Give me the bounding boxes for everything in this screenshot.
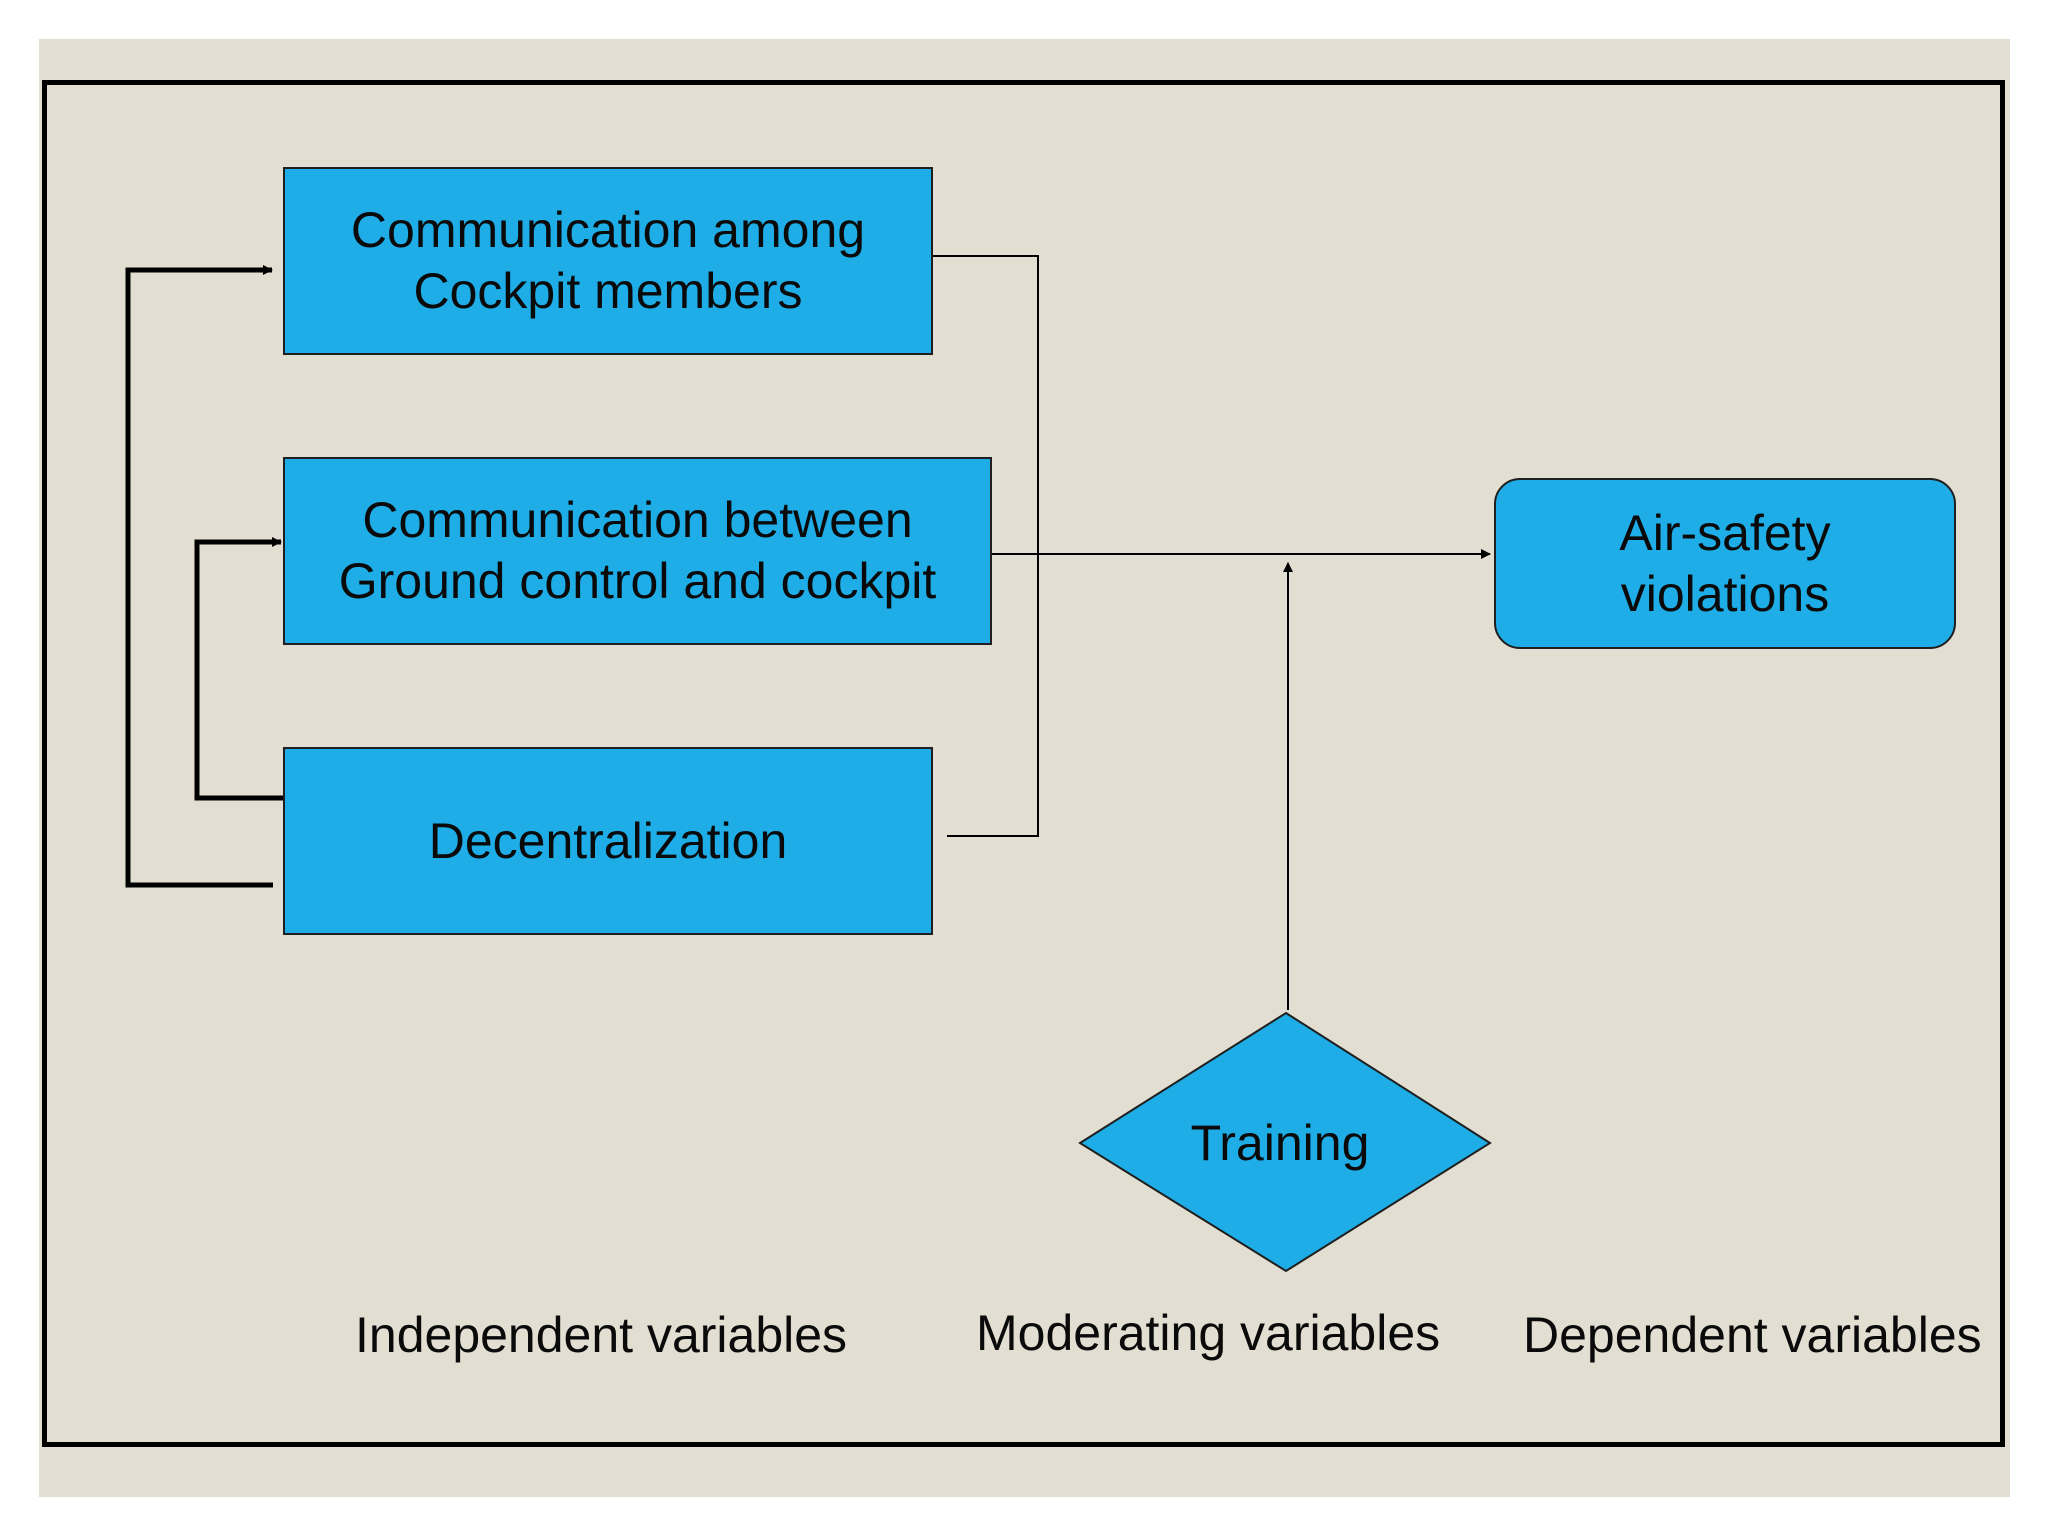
communication-between-ground-box: Communication between Ground control and… (283, 457, 992, 645)
communication-among-cockpit-line1: Communication among (350, 202, 866, 258)
diagram-frame (42, 80, 2005, 1447)
feedback-arrow-outer (125, 265, 273, 888)
moderating-variables-caption: Moderating variables (976, 1305, 1441, 1361)
decentralization-box: Decentralization (283, 747, 933, 935)
decentralization-label: Decentralization (428, 812, 788, 869)
training-diamond (1078, 1011, 1492, 1273)
training-label: Training (1190, 1115, 1370, 1171)
communication-between-ground-line2: Ground control and cockpit (338, 553, 937, 609)
feedback-arrow-inner (194, 537, 283, 801)
communication-between-ground-line1: Communication between (362, 492, 913, 548)
dependent-variables-caption: Dependent variables (1523, 1307, 1982, 1363)
communication-among-cockpit-line2: Cockpit members (413, 263, 803, 319)
air-safety-violations-box: Air-safety violations (1494, 478, 1956, 649)
bracket-connector (932, 255, 1039, 837)
air-safety-line1: Air-safety (1619, 504, 1831, 561)
communication-among-cockpit-box: Communication among Cockpit members (283, 167, 933, 355)
air-safety-line2: violations (1620, 565, 1830, 622)
independent-variables-caption: Independent variables (355, 1307, 848, 1363)
